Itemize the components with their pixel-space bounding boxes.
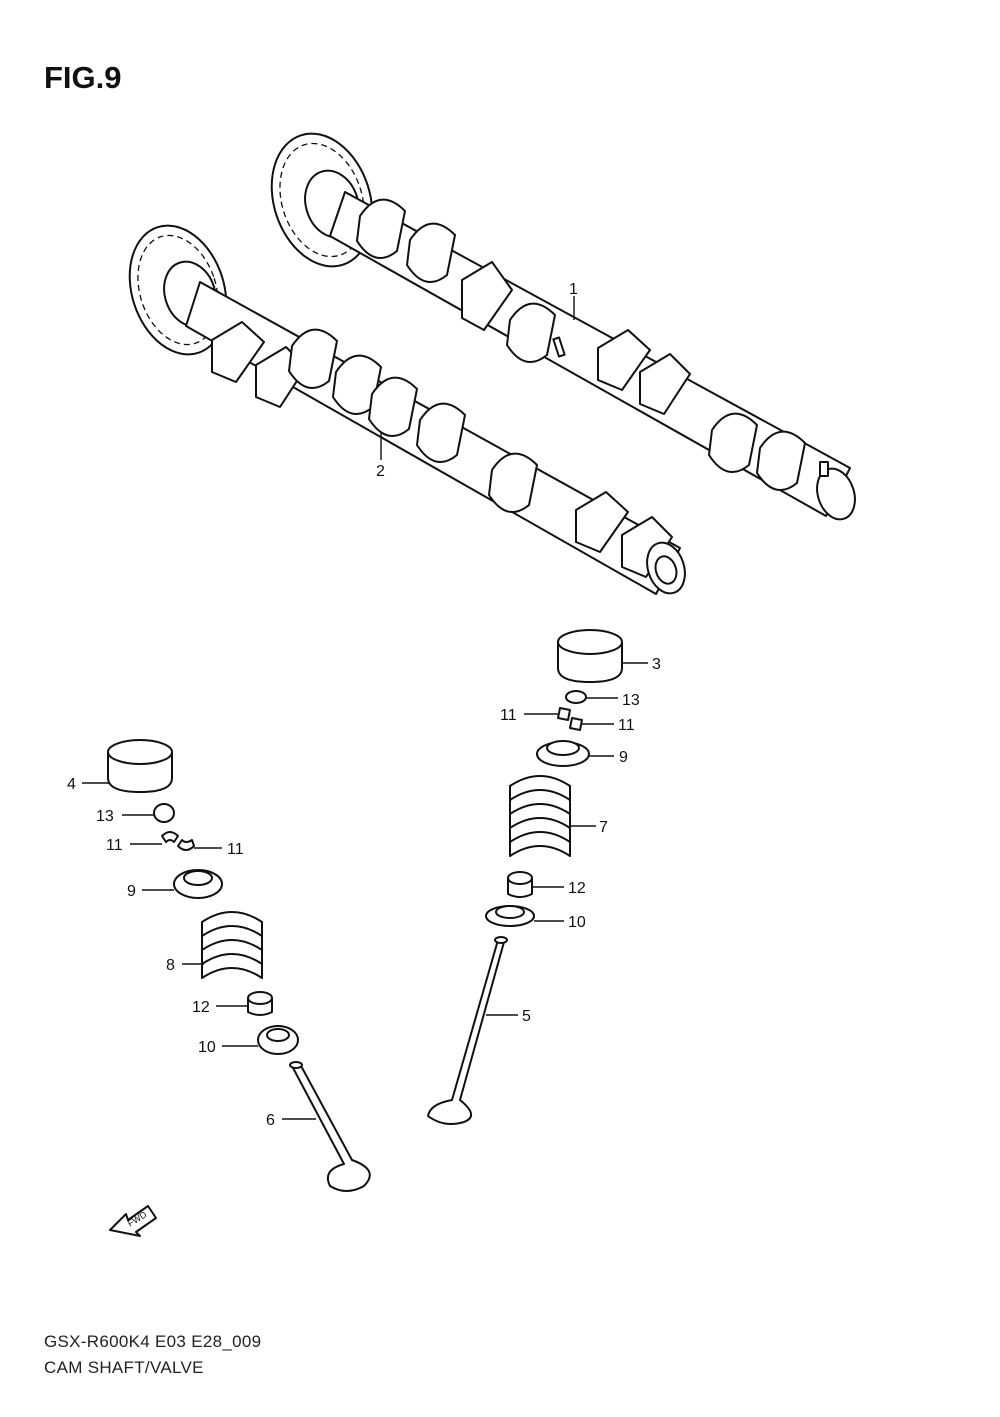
shim-13-left bbox=[153, 803, 175, 823]
callout-6: 6 bbox=[266, 1112, 275, 1129]
callout-11-left-b: 11 bbox=[227, 841, 244, 858]
callout-12-left: 12 bbox=[192, 999, 210, 1016]
shim-13-right bbox=[565, 690, 587, 704]
callout-10-left: 10 bbox=[198, 1039, 216, 1056]
figure-name: CAM SHAFT/VALVE bbox=[44, 1358, 204, 1377]
spring-7 bbox=[509, 775, 571, 857]
tappet-3 bbox=[557, 629, 623, 683]
callout-8: 8 bbox=[166, 957, 175, 974]
callout-11-left-a: 11 bbox=[106, 837, 123, 854]
cotter-11-right bbox=[557, 707, 583, 731]
callout-labels: 1 2 3 13 11 11 9 7 12 10 5 4 13 11 11 9 … bbox=[67, 281, 661, 1129]
valve-5 bbox=[427, 936, 508, 1125]
valve-6 bbox=[289, 1061, 371, 1192]
callout-13-right: 13 bbox=[622, 692, 640, 709]
callout-7: 7 bbox=[599, 819, 608, 836]
figure-code: GSX-R600K4 E03 E28_009 bbox=[44, 1332, 262, 1351]
cotter-11-left bbox=[161, 831, 195, 851]
figure-title: FIG.9 bbox=[44, 60, 122, 95]
camshaft-2 bbox=[128, 224, 686, 595]
callout-2: 2 bbox=[376, 463, 385, 480]
callout-3: 3 bbox=[652, 656, 661, 673]
callout-13-left: 13 bbox=[96, 808, 114, 825]
callout-4: 4 bbox=[67, 776, 76, 793]
fwd-arrow-icon: FWD bbox=[109, 1205, 157, 1237]
camshaft-1 bbox=[270, 132, 856, 521]
callout-5: 5 bbox=[522, 1008, 531, 1025]
seal-12-right bbox=[507, 871, 533, 898]
seat-10-right bbox=[485, 905, 535, 927]
tappet-4 bbox=[107, 739, 173, 793]
callout-11-right-b: 11 bbox=[618, 717, 635, 734]
spring-8 bbox=[201, 911, 263, 979]
callout-1: 1 bbox=[569, 281, 578, 298]
callout-11-right-a: 11 bbox=[500, 707, 517, 724]
seal-12-left bbox=[247, 991, 273, 1016]
leader-lines bbox=[82, 296, 648, 1120]
callout-12-right: 12 bbox=[568, 880, 586, 897]
callout-10-right: 10 bbox=[568, 914, 586, 931]
retainer-9-left bbox=[173, 869, 223, 899]
callout-9-right: 9 bbox=[619, 749, 628, 766]
callout-9-left: 9 bbox=[127, 883, 136, 900]
seat-10-left bbox=[257, 1025, 299, 1055]
retainer-9-right bbox=[536, 740, 590, 767]
